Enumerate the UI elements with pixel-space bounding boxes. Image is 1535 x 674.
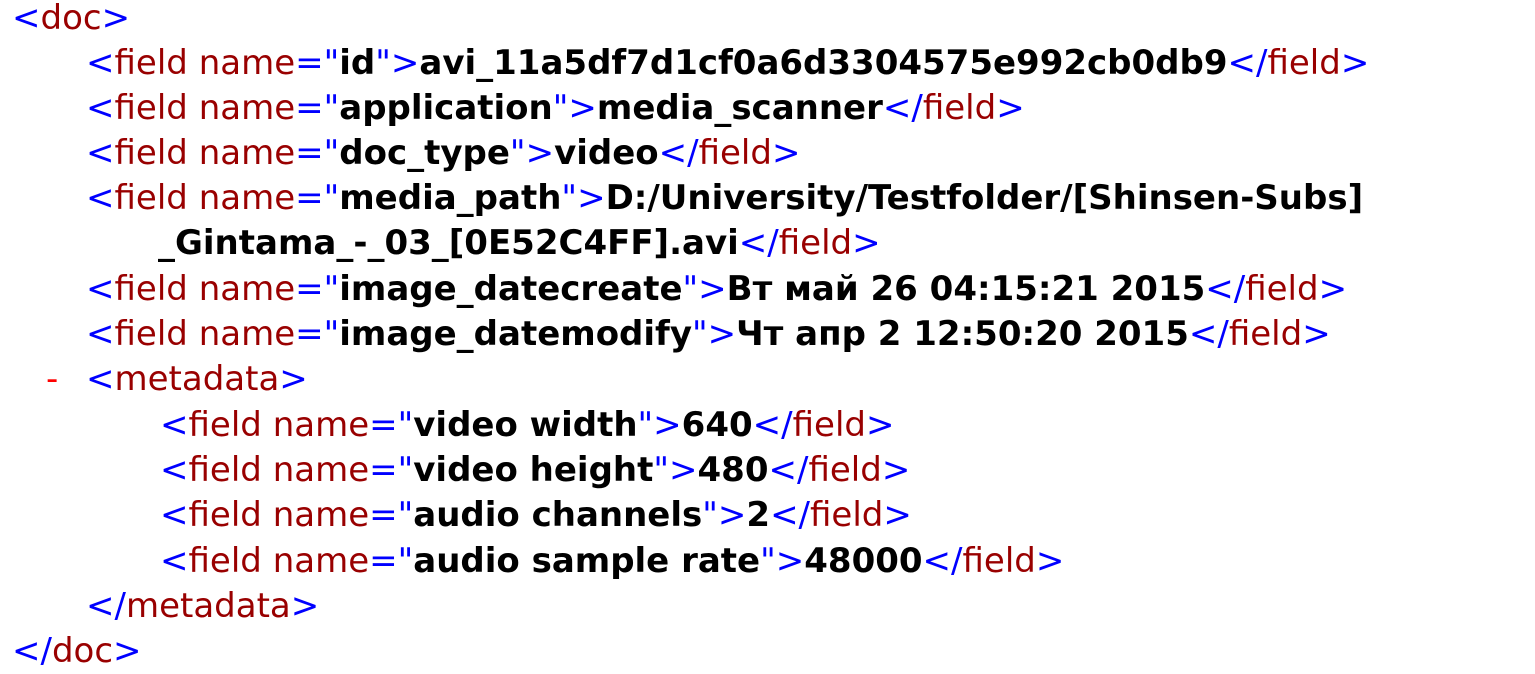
field-value: media_scanner (596, 88, 883, 128)
field-value: 2 (746, 495, 771, 535)
field-value: video (554, 133, 659, 173)
field-value-continuation: _Gintama_-_03_[0E52C4FF].avi (158, 223, 739, 263)
metadata-tag-name: metadata (114, 359, 280, 399)
field-value: Вт май 26 04:15:21 2015 (726, 269, 1206, 309)
collapse-minus-icon[interactable]: - (46, 359, 59, 399)
field-value: D:/University/Testfolder/[Shinsen-Subs] (605, 178, 1364, 218)
field-value: avi_11a5df7d1cf0a6d3304575e992cb0db9 (419, 43, 1228, 83)
field-name: media_path (339, 178, 562, 218)
field-value: Чт апр 2 12:50:20 2015 (736, 314, 1189, 354)
field-name: id (339, 43, 376, 83)
field-row: <field name="image_datecreate">Вт май 26… (86, 269, 1348, 309)
field-row-continuation: _Gintama_-_03_[0E52C4FF].avi</field> (158, 223, 881, 263)
field-row: <field name="application">media_scanner<… (86, 88, 1025, 128)
field-value: 640 (681, 405, 753, 445)
field-name: video height (413, 450, 654, 490)
field-name: video width (413, 405, 638, 445)
field-name: doc_type (339, 133, 510, 173)
field-name: application (339, 88, 553, 128)
doc-tag-name: doc (40, 0, 102, 38)
field-name: image_datecreate (339, 269, 683, 309)
field-name: audio channels (413, 495, 703, 535)
metadata-field-row: <field name="video width">640</field> (160, 405, 895, 445)
doc-close-tag: </doc> (12, 631, 142, 671)
field-name: audio sample rate (413, 541, 761, 581)
field-row: <field name="media_path">D:/University/T… (86, 178, 1364, 218)
field-name: image_datemodify (339, 314, 692, 354)
metadata-open-tag: <metadata> (86, 359, 308, 399)
metadata-field-row: <field name="audio channels">2</field> (160, 495, 912, 535)
field-value: 480 (697, 450, 769, 490)
metadata-field-row: <field name="audio sample rate">48000</f… (160, 541, 1065, 581)
metadata-close-tag: </metadata> (86, 586, 320, 626)
field-row: <field name="id">avi_11a5df7d1cf0a6d3304… (86, 43, 1370, 83)
field-row: <field name="image_datemodify">Чт апр 2 … (86, 314, 1331, 354)
metadata-field-row: <field name="video height">480</field> (160, 450, 911, 490)
collapse-toggle[interactable]: - (46, 357, 58, 402)
field-row: <field name="doc_type">video</field> (86, 133, 801, 173)
field-value: 48000 (804, 541, 923, 581)
doc-open-tag: <doc> (12, 0, 131, 38)
